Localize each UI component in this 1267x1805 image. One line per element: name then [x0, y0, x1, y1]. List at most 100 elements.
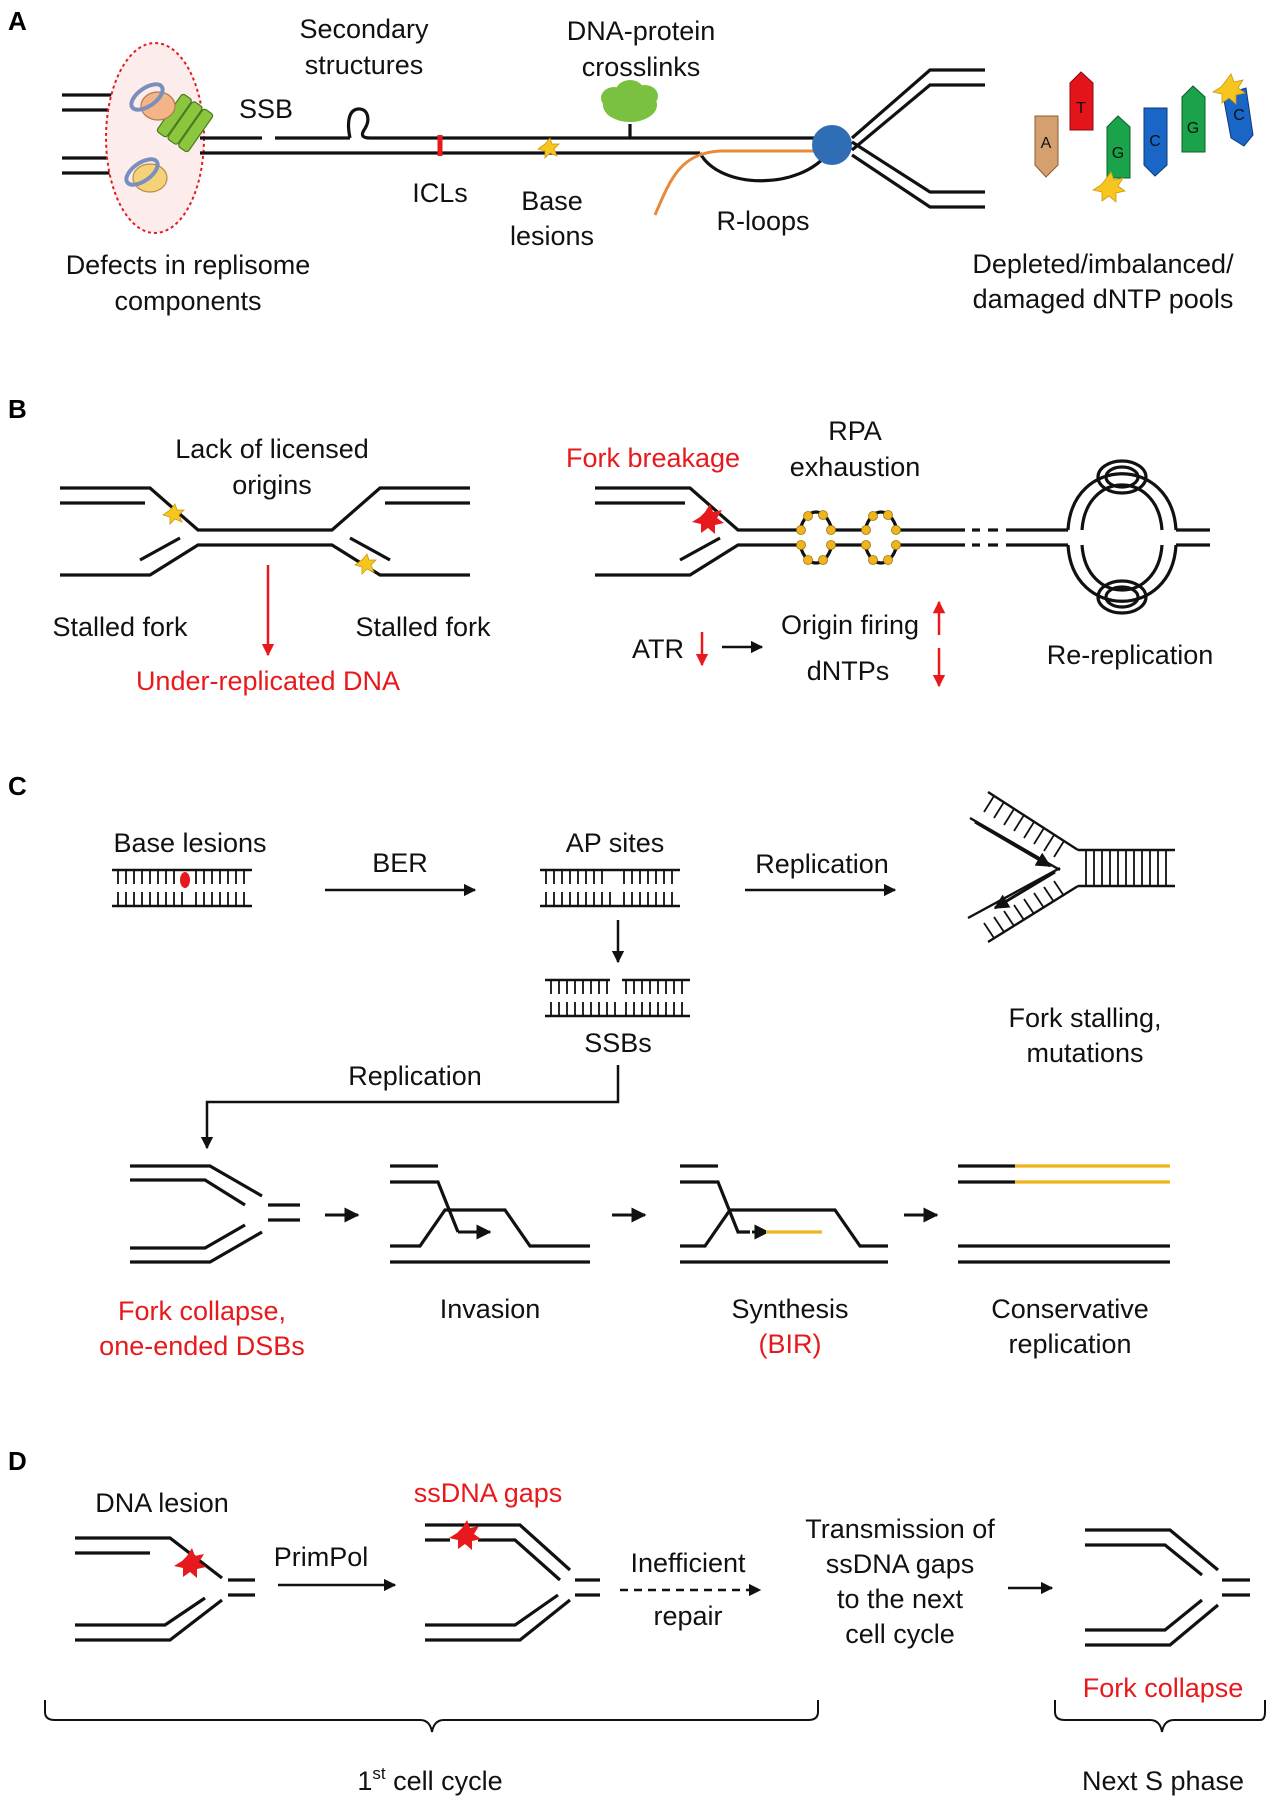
- atr-label: ATR: [632, 634, 684, 664]
- dpc-label-2: crosslinks: [582, 52, 701, 82]
- stalled-fork-left-label: Stalled fork: [52, 612, 188, 642]
- inefficient-label: Inefficient: [630, 1548, 746, 1578]
- dna-main-duplex: [200, 68, 985, 216]
- fork-breakage-label: Fork breakage: [566, 443, 740, 473]
- replication-mid-label: Replication: [348, 1061, 482, 1091]
- dntp-label-1: Depleted/imbalanced/: [972, 249, 1234, 279]
- transmission-label-2: ssDNA gaps: [826, 1549, 975, 1579]
- conservative-replication-diagram: [958, 1164, 1170, 1264]
- dpc-label-1: DNA-protein: [567, 16, 716, 46]
- lesion-icon: [162, 503, 185, 525]
- dntp-label-2: damaged dNTP pools: [973, 284, 1234, 314]
- primpol-label: PrimPol: [274, 1542, 369, 1572]
- nucleotide-g: G: [1091, 115, 1131, 203]
- svg-text:C: C: [1233, 107, 1245, 124]
- base-lesions-label-2: lesions: [510, 221, 594, 251]
- rpa-dots: [796, 510, 901, 565]
- panel-c-label: C: [8, 771, 27, 801]
- fork-stalling-label-2: mutations: [1026, 1038, 1143, 1068]
- svg-text:C: C: [1149, 133, 1161, 150]
- panel-b-label: B: [8, 394, 27, 424]
- invasion-diagram: [390, 1164, 590, 1264]
- replication-top-label: Replication: [755, 849, 889, 879]
- base-lesion-duplex: [112, 868, 252, 908]
- brace-next-s: [1054, 1700, 1266, 1733]
- svg-text:A: A: [1041, 135, 1052, 152]
- first-cycle-label: 1st cell cycle: [357, 1764, 502, 1796]
- secondary-label-2: structures: [305, 50, 424, 80]
- lesion-fork: [75, 1536, 255, 1642]
- conservative-label-2: replication: [1008, 1329, 1131, 1359]
- stalled-fork-right-label: Stalled fork: [355, 612, 491, 642]
- tree-icon: [601, 80, 658, 122]
- fork-stalling-diagram: [967, 790, 1175, 944]
- bir-label: (BIR): [759, 1329, 822, 1359]
- ssb-label: SSB: [239, 94, 293, 124]
- under-replicated-label: Under-replicated DNA: [136, 666, 400, 696]
- dna-rpa-exhaustion: [595, 486, 1068, 577]
- ssbs-label: SSBs: [584, 1028, 652, 1058]
- panel-d: D DNA lesion PrimPol ssDNA gaps Ineffici…: [8, 1446, 1266, 1796]
- nucleotide-t: T: [1069, 71, 1094, 131]
- base-lesions-label: Base lesions: [113, 828, 266, 858]
- ap-sites-label: AP sites: [566, 828, 665, 858]
- licensed-label-2: origins: [232, 470, 312, 500]
- panel-a-label: A: [8, 6, 27, 36]
- svg-text:G: G: [1112, 145, 1124, 162]
- nucleotide-c: C: [1143, 107, 1168, 177]
- dna-lesion-label: DNA lesion: [95, 1488, 229, 1518]
- dna-rereplication: [1066, 459, 1210, 615]
- dntps-label: dNTPs: [807, 656, 890, 686]
- origin-firing-label: Origin firing: [781, 610, 919, 640]
- brace-first-cycle: [44, 1700, 819, 1733]
- base-lesion-icon: [537, 137, 560, 159]
- nucleotide-pool: A T G C G C: [1034, 71, 1254, 203]
- fork-protein-icon: [812, 125, 852, 165]
- collapsed-fork-next: [1085, 1528, 1250, 1647]
- fork-collapse-label: Fork collapse: [1083, 1673, 1244, 1703]
- rloops-label: R-loops: [716, 206, 809, 236]
- repair-label: repair: [653, 1601, 722, 1631]
- ber-label: BER: [372, 848, 428, 878]
- rpa-label-1: RPA: [828, 416, 882, 446]
- panel-c: C Base lesions BER AP sites Replication: [8, 771, 1175, 1361]
- ssdna-gaps-label: ssDNA gaps: [414, 1478, 563, 1508]
- secondary-label-1: Secondary: [299, 14, 429, 44]
- leading-arrow: [974, 820, 1052, 868]
- dna-stalled-forks: [60, 486, 470, 657]
- replication-mid-arrow: [200, 1065, 620, 1150]
- nucleotide-c2: C: [1211, 73, 1254, 147]
- svg-text:T: T: [1076, 100, 1086, 117]
- transmission-label-1: Transmission of: [805, 1514, 995, 1544]
- licensed-label-1: Lack of licensed: [175, 434, 369, 464]
- fork-collapse-label-2: one-ended DSBs: [99, 1331, 305, 1361]
- replisome-label-1: Defects in replisome: [66, 250, 311, 280]
- svg-text:G: G: [1187, 120, 1199, 137]
- ssdna-gap-fork: [425, 1520, 600, 1642]
- replisome-label-2: components: [114, 286, 261, 316]
- fork-stalling-label-1: Fork stalling,: [1008, 1003, 1161, 1033]
- ssdna-gap-lesion-icon: [449, 1520, 481, 1550]
- rereplication-label: Re-replication: [1047, 640, 1214, 670]
- transmission-label-3: to the next: [837, 1584, 964, 1614]
- synthesis-label: Synthesis: [731, 1294, 848, 1324]
- collapsed-fork: [130, 1164, 300, 1264]
- ap-sites-duplex: [540, 868, 680, 908]
- synthesis-diagram: [680, 1164, 888, 1264]
- rpa-label-2: exhaustion: [790, 452, 921, 482]
- dna-lesion-icon: [174, 1548, 206, 1578]
- replisome-icon: [105, 42, 214, 234]
- base-lesions-label-1: Base: [521, 186, 583, 216]
- lesion-icon: [354, 553, 377, 575]
- nucleotide-g2: G: [1181, 85, 1206, 153]
- lagging-arrow: [993, 870, 1056, 910]
- fork-collapse-label-1: Fork collapse,: [118, 1296, 286, 1326]
- panel-a: A: [8, 6, 1254, 316]
- conservative-label-1: Conservative: [991, 1294, 1149, 1324]
- lesion-mark: [180, 872, 190, 888]
- ssb-duplex: [545, 978, 690, 1018]
- fork-breakage-icon: [692, 504, 724, 534]
- panel-d-label: D: [8, 1446, 27, 1476]
